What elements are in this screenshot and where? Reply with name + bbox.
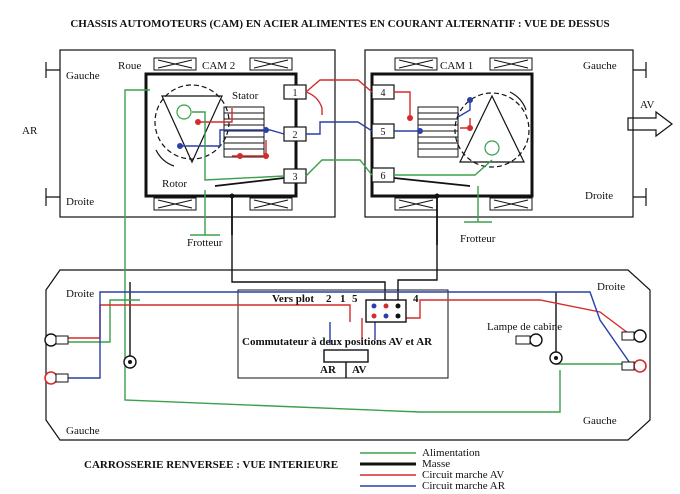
label-switch-av: AV [352, 364, 367, 376]
page-title: CHASSIS AUTOMOTEURS (CAM) EN ACIER ALIME… [70, 18, 609, 30]
label-rotor: Rotor [162, 178, 187, 190]
legend-label-av: Circuit marche AV [422, 469, 504, 481]
label-gauche-bottom-right: Gauche [583, 415, 617, 427]
label-ar: AR [22, 125, 38, 137]
cam2-rotation-arrow [155, 149, 175, 167]
label-gauche-top-right: Gauche [583, 60, 617, 72]
plot-block [365, 299, 407, 323]
label-gauche-bottom-left: Gauche [66, 425, 100, 437]
body-outline [45, 269, 651, 441]
lampe-socket [515, 335, 531, 345]
frotteur-right-symbol [464, 186, 492, 223]
label-droite-bottom-right: Droite [597, 281, 625, 293]
wheel-hatching [157, 59, 529, 209]
plot-number-2: 2 [326, 293, 332, 305]
label-lampe-cabine: Lampe de cabine [487, 321, 562, 333]
frotteur-left-symbol [190, 190, 220, 236]
cam1-stator-windings [418, 112, 458, 150]
label-vers-plot: Vers plot [272, 293, 314, 305]
cam1-rotor-hub [484, 140, 500, 156]
cam1-rotor-circle [454, 92, 530, 168]
plot-number-4: 4 [413, 293, 419, 305]
label-commutateur: Commutateur à deux positions AV et AR [242, 336, 433, 348]
legend-label-alimentation: Alimentation [422, 447, 481, 459]
label-cam2: CAM 2 [202, 60, 235, 72]
plot-number-5: 5 [352, 293, 358, 305]
top-wire-red [198, 79, 471, 157]
label-cam1: CAM 1 [440, 60, 473, 72]
cam2-stator-windings [224, 112, 264, 150]
terminal-5: 5 [381, 127, 386, 138]
top-wire-black [214, 177, 471, 245]
top-wire-blue [180, 100, 471, 147]
label-stator: Stator [232, 90, 259, 102]
plot-number-1: 1 [340, 293, 346, 305]
right-connectors [621, 329, 647, 373]
lampe-cabine-icon [529, 333, 543, 347]
bottom-wire-black [129, 235, 557, 360]
label-droite-bottom-left: Droite [66, 288, 94, 300]
contact-dots [177, 97, 473, 199]
cam2-chassis [59, 49, 336, 218]
label-droite-top-right: Droite [585, 190, 613, 202]
wheel-pads [153, 57, 533, 211]
bottom-subtitle: CARROSSERIE RENVERSEE : VUE INTERIEURE [84, 459, 338, 471]
top-wire-green [124, 89, 493, 250]
label-switch-ar: AR [320, 364, 337, 376]
right-coupler [633, 62, 647, 206]
label-roue: Roue [118, 60, 141, 72]
label-frotteur-left: Frotteur [187, 237, 223, 249]
label-av: AV [640, 99, 655, 111]
terminal-2: 2 [293, 130, 298, 141]
bottom-wire-red [68, 299, 633, 340]
left-connectors [44, 333, 69, 385]
cam1-rotation-arrow [509, 91, 527, 111]
cam2-rotor-triangle [161, 95, 223, 164]
body-inner-panel [237, 289, 449, 379]
label-gauche-top-left: Gauche [66, 70, 100, 82]
label-droite-top-left: Droite [66, 196, 94, 208]
commutateur-switch [323, 349, 369, 363]
label-frotteur-right: Frotteur [460, 233, 496, 245]
cam1-rotor-triangle [459, 94, 525, 163]
terminal-1: 1 [293, 88, 298, 99]
av-direction-arrow [627, 110, 673, 138]
terminal-6: 6 [381, 171, 386, 182]
plot-contacts [371, 303, 401, 319]
left-coupler [45, 62, 60, 206]
legend-label-masse: Masse [422, 458, 450, 470]
legend: Alimentation Masse Circuit marche AV Cir… [360, 447, 506, 492]
cam2-rotor-hub [176, 104, 192, 120]
nut-symbols [123, 351, 563, 369]
terminal-4: 4 [381, 88, 386, 99]
legend-label-ar: Circuit marche AR [422, 480, 506, 492]
terminal-3: 3 [293, 172, 298, 183]
cam1-chassis [364, 49, 634, 218]
